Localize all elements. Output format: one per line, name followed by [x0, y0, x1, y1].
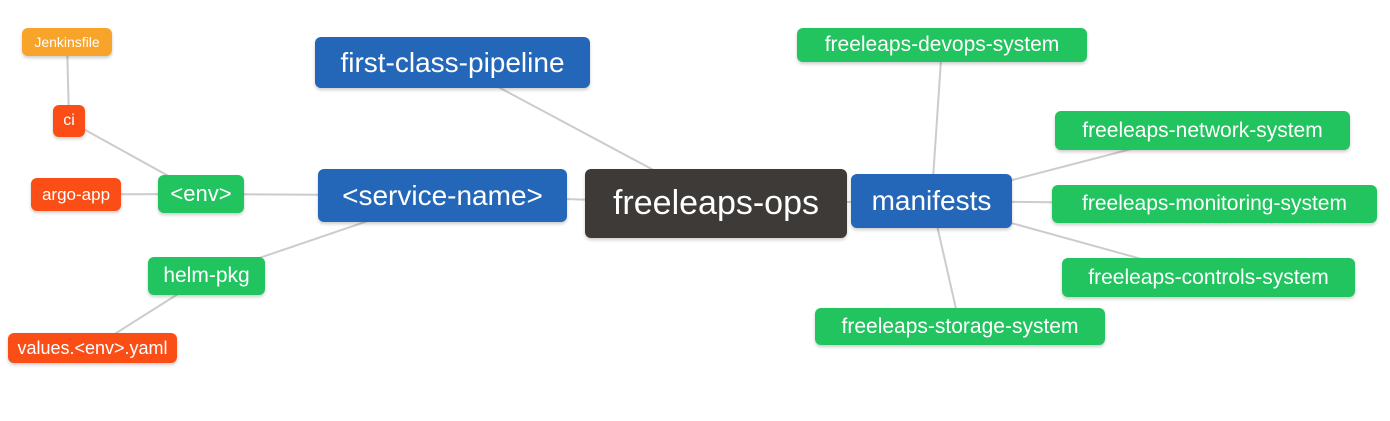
- node-freeleaps-controls-system[interactable]: freeleaps-controls-system: [1062, 258, 1355, 297]
- node-values-env-yaml[interactable]: values.<env>.yaml: [8, 333, 177, 363]
- node-first-class-pipeline[interactable]: first-class-pipeline: [315, 37, 590, 88]
- node-env[interactable]: <env>: [158, 175, 244, 213]
- node-helm-pkg[interactable]: helm-pkg: [148, 257, 265, 295]
- node-jenkinsfile[interactable]: Jenkinsfile: [22, 28, 112, 56]
- node-freeleaps-storage-system[interactable]: freeleaps-storage-system: [815, 308, 1105, 345]
- node-argo-app[interactable]: argo-app: [31, 178, 121, 211]
- node-manifests[interactable]: manifests: [851, 174, 1012, 228]
- node-freeleaps-monitoring-system[interactable]: freeleaps-monitoring-system: [1052, 185, 1377, 223]
- node-service-name[interactable]: <service-name>: [318, 169, 567, 222]
- node-freeleaps-network-system[interactable]: freeleaps-network-system: [1055, 111, 1350, 150]
- node-freeleaps-devops-system[interactable]: freeleaps-devops-system: [797, 28, 1087, 62]
- node-freeleaps-ops[interactable]: freeleaps-ops: [585, 169, 847, 238]
- node-ci[interactable]: ci: [53, 105, 85, 137]
